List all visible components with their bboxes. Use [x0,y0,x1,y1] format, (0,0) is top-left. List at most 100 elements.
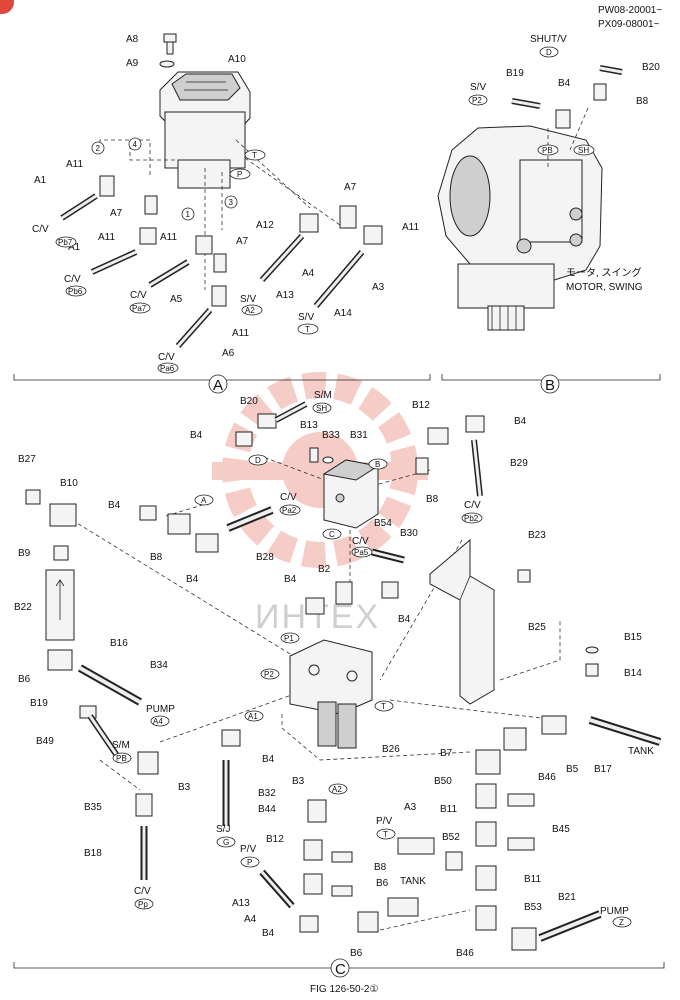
port-tag-pb-motor: PB [542,146,553,155]
label-cv-pa5: C/V [352,536,369,547]
circle-number-1: 1 [186,210,191,219]
fitting-b8-motor [593,83,607,101]
hose-b29 [471,439,483,497]
washer-a9 [159,60,175,68]
callout-b6-left: B6 [18,674,31,685]
fitting-b11-lower [475,865,497,891]
label-shut-v: SHUT/V [530,34,567,45]
label-cv-pb7: C/V [32,224,49,235]
port-tag-b-block: B [375,460,380,469]
callout-b4-mid-left: B4 [108,500,121,511]
port-tag-p-valve: P [237,170,242,179]
fitting-a7-left [144,195,158,215]
fitting-a11-mid [139,227,157,245]
port-tag-pa5: Pa5 [354,548,369,557]
callout-b30: B30 [400,528,418,539]
fitting-b45-lower [507,837,535,851]
port-tag-pa7: Pa7 [132,304,147,313]
fitting-a7-center [213,253,227,273]
port-tag-pb2: Pb2 [464,514,479,523]
hose-a5-pa7 [148,259,190,288]
port-tag-pp: Pp [138,900,148,909]
port-tag-sh-block: SH [316,404,327,413]
label-pv-t: P/V [376,816,392,827]
callout-a5: A5 [170,294,183,305]
label-cv-pp: C/V [134,886,151,897]
section-c-leaders [71,454,561,931]
label-cv-pa6: C/V [158,352,175,363]
fitting-a11-upper [99,175,115,197]
hose-a13-a4 [259,233,305,283]
washer-b15 [585,646,599,654]
hose-b20 [599,65,623,75]
callout-b32: B32 [258,788,276,799]
fitting-b8-lower-2 [331,885,353,897]
section-label-b: B [545,377,555,394]
port-tag-a4: A4 [153,717,163,726]
swing-motor-body [437,125,603,331]
callout-b53: B53 [524,902,542,913]
fitting-b35 [135,793,153,817]
callout-b50: B50 [434,776,452,787]
port-tag-p-lower: P [247,858,252,867]
callout-a13: A13 [276,290,294,301]
label-sv-a2: S/V [240,294,256,305]
label-cv-pa2: C/V [280,492,297,503]
callout-b49: B49 [36,736,54,747]
elbow-b6-left [47,649,73,671]
fitting-b8-mid [167,513,191,535]
port-tag-pa2: Pa2 [282,506,297,515]
callout-b12-lower: B12 [266,834,284,845]
bracket-b25 [429,538,495,705]
callout-a7-right: A7 [344,182,357,193]
manifold-b26 [289,639,373,749]
hose-b28 [226,506,274,532]
callout-b16: B16 [110,638,128,649]
callout-b31: B31 [350,430,368,441]
port-tag-pb6: Pb6 [68,287,83,296]
elbow-b6-bottom [357,911,379,933]
callout-b52: B52 [442,832,460,843]
callout-b3-center: B3 [292,776,305,787]
callout-b9: B9 [18,548,31,559]
callout-b2: B2 [318,564,331,575]
callout-a7-center: A7 [236,236,249,247]
callout-a13-lower: A13 [232,898,250,909]
callout-a3: A3 [372,282,385,293]
callout-b4-center-right: B4 [398,614,411,625]
fitting-b4-upper-right [465,415,485,433]
callout-b4-mid: B4 [186,574,199,585]
valve-block-b31 [322,459,380,529]
callout-b14: B14 [624,668,642,679]
callout-b23: B23 [528,530,546,541]
callout-a11-center: A11 [160,232,177,243]
callout-b34: B34 [150,660,168,671]
fitting-b12-block [427,427,449,445]
port-tag-a2-block: A2 [332,785,342,794]
callout-a11-mid: A11 [98,232,115,243]
callout-a3-lower: A3 [404,802,417,813]
callout-a11-upper: A11 [66,159,83,170]
hose-a6-pa6 [175,308,213,348]
callout-b33: B33 [322,430,340,441]
callout-a12: A12 [256,220,274,231]
motor-caption-en: MOTOR, SWING [566,282,643,293]
label-tank-lower: TANK [400,876,426,887]
callout-b26: B26 [382,744,400,755]
callout-b45: B45 [552,824,570,835]
label-cv-pb2: C/V [464,500,481,511]
callout-a7-left: A7 [110,208,123,219]
bolt-b14 [585,663,599,677]
fitting-a12 [299,213,319,233]
label-sv-t: S/V [298,312,314,323]
hose-b17-tank [588,716,662,746]
fitting-b11-upper [475,821,497,847]
callout-b6-bottom: B6 [350,948,363,959]
callout-b20-block: B20 [240,396,258,407]
port-tag-pb7: Pb7 [58,238,73,247]
label-tank-right: TANK [628,746,654,757]
hose-a13-a4-lower [259,869,295,909]
hose-b19 [511,98,541,109]
port-tag-pb-left: PB [116,754,127,763]
